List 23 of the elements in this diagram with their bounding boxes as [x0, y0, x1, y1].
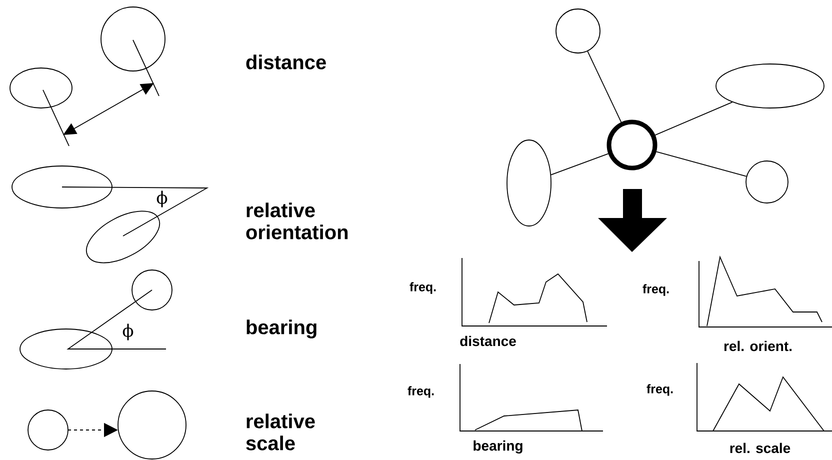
- measure-label: distance: [246, 54, 326, 70]
- connector-line: [656, 151, 747, 177]
- connector-line: [550, 153, 609, 176]
- circle-node: [606, 120, 658, 170]
- measure-label: relative orientation: [246, 202, 348, 240]
- ellipse-node: [716, 64, 824, 108]
- measure-label: bearing: [246, 320, 316, 338]
- angle-symbol: ϕ: [122, 324, 134, 340]
- measure-label: relative scale: [246, 414, 315, 450]
- axis-label: bearing: [474, 440, 522, 454]
- axis-label: freq.: [408, 386, 434, 398]
- axis-label: freq.: [410, 282, 436, 294]
- circle-node: [556, 8, 600, 54]
- axis-label: freq.: [642, 284, 669, 296]
- connector-line: [654, 102, 733, 136]
- axis-label: distance: [460, 336, 516, 346]
- circle-node: [746, 160, 788, 204]
- ellipse-node: [506, 140, 552, 226]
- angle-symbol: ϕ: [156, 190, 168, 208]
- connector-line: [587, 50, 622, 123]
- axis-label: freq.: [646, 384, 673, 396]
- axis-label: rel. orient.: [724, 340, 792, 352]
- axis-label: rel. scale: [730, 442, 790, 454]
